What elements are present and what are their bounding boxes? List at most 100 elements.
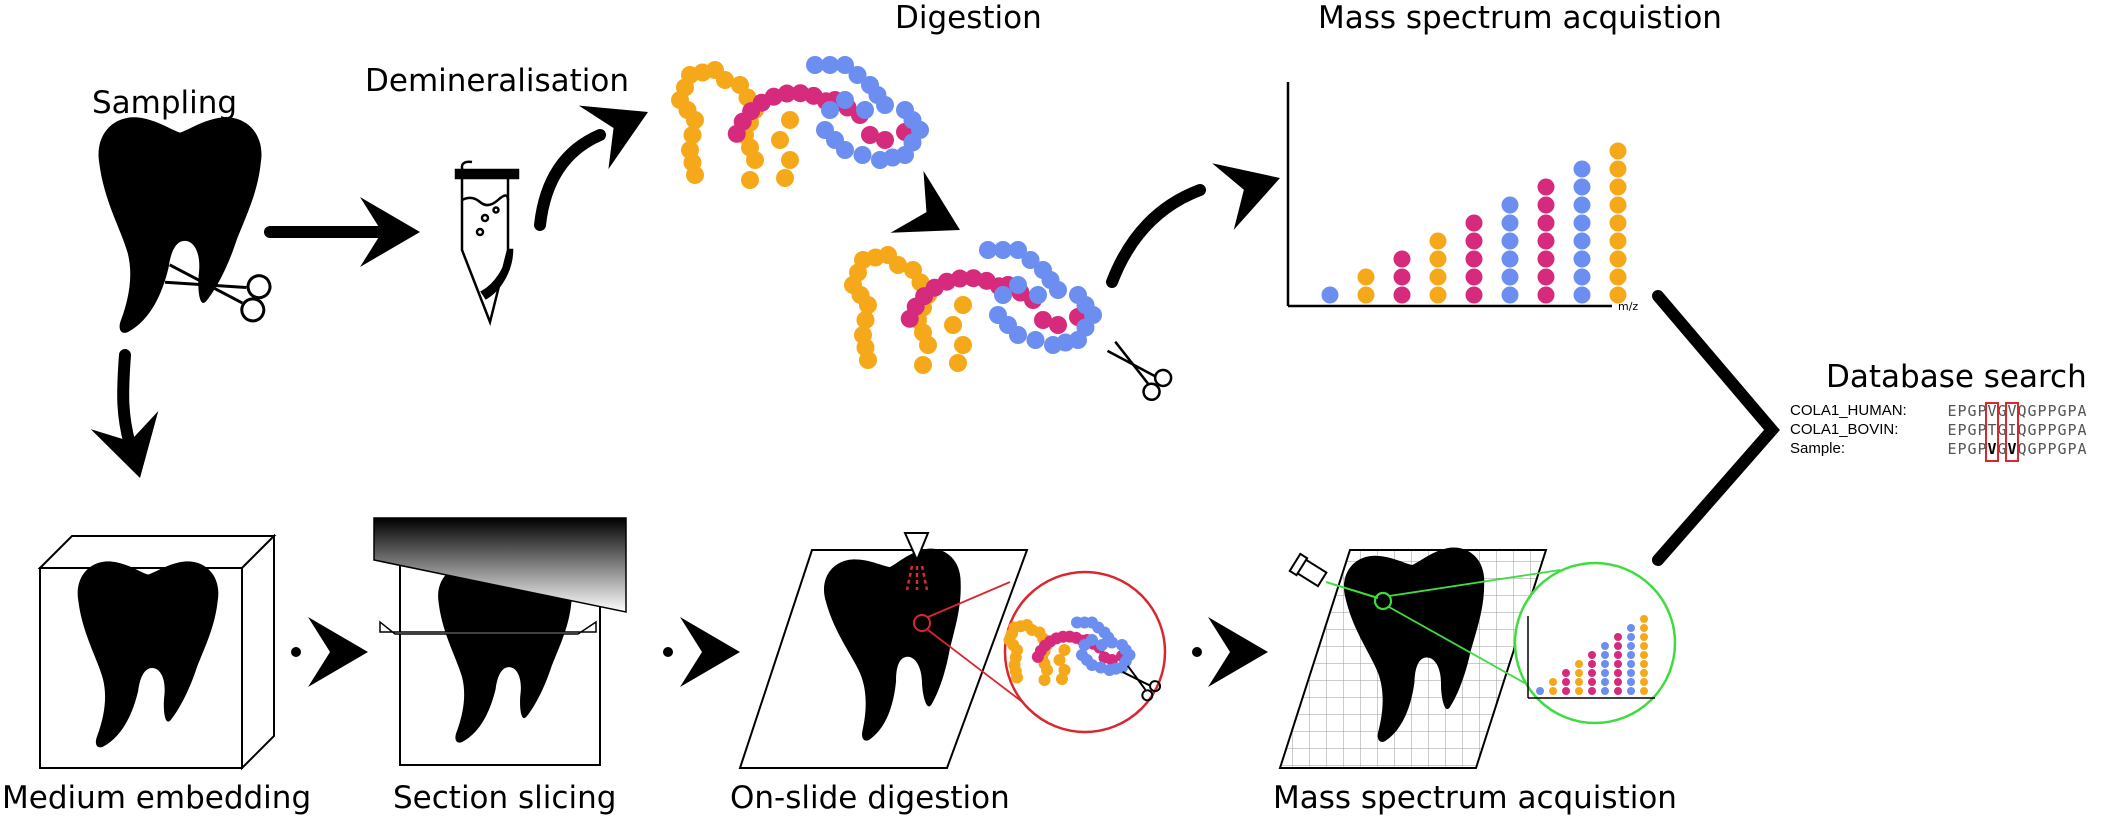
spectrum-peak-bead [1465, 286, 1483, 304]
spectrum-peak-bead [1575, 660, 1583, 668]
arrow-icon [291, 617, 368, 687]
spectrum-peak-bead [1614, 660, 1622, 668]
spectrum-peak-bead [1640, 624, 1648, 632]
spectrum-peak-bead [1609, 286, 1627, 304]
bead-pink [1034, 311, 1052, 329]
bead-pink [950, 269, 969, 288]
tube-icon [454, 160, 520, 327]
bead-yellow [856, 311, 875, 329]
slide-icon [738, 544, 1029, 769]
spectrum-peak-bead [1627, 660, 1635, 668]
bead-blue [836, 56, 854, 74]
spectrum-peak-bead [1601, 669, 1609, 677]
zoom-magnifier-green [1373, 561, 1677, 725]
spectrum-peak-bead [1575, 687, 1583, 695]
spectrum-peak-bead [1601, 660, 1609, 668]
bead-yellow [919, 336, 937, 354]
bead-pink [861, 126, 879, 144]
spectrum-peak-bead [1588, 687, 1596, 695]
bead-blue [994, 286, 1012, 304]
spectrum-peak-bead [1627, 678, 1635, 686]
spectrum-peak-bead [1321, 286, 1339, 304]
bead-blue [1009, 241, 1027, 259]
bead-yellow [1056, 673, 1068, 685]
bead-blue [1076, 649, 1088, 661]
spectrum-peak-bead [1609, 160, 1627, 178]
spectrum-peak-bead [1640, 651, 1648, 659]
spectrum-peak-bead [1575, 678, 1583, 686]
spectrum-peak-bead [1614, 678, 1622, 686]
collagen-strands-zoom [1003, 616, 1136, 686]
spectrum-peak-bead [1501, 196, 1519, 214]
spectrum-peak-bead [1429, 268, 1447, 286]
bead-blue [1026, 331, 1045, 349]
bead-yellow [686, 166, 704, 184]
bead-blue [848, 66, 867, 84]
bead-blue [1009, 276, 1027, 294]
laser-icon [1288, 552, 1328, 588]
bead-blue [1044, 336, 1062, 354]
spectrum-peak-bead [1609, 214, 1627, 232]
spectrum-peak-bead [1601, 651, 1609, 659]
bead-yellow [859, 351, 877, 369]
spectrum-peak-bead [1537, 178, 1555, 196]
bead-blue [876, 96, 894, 114]
spectrum-peak-bead [1609, 250, 1627, 268]
label-demineralisation: Demineralisation [365, 63, 629, 99]
bead-yellow [771, 131, 789, 149]
mass-spectrum-chart: m/z [1286, 82, 1638, 313]
spectrum-peak-bead [1601, 642, 1609, 650]
spectrum-peak-bead [1614, 687, 1622, 695]
bead-yellow [746, 151, 764, 169]
spectrum-peak-bead [1640, 669, 1648, 677]
spectrum-peak-bead [1627, 642, 1635, 650]
spectrum-peak-bead [1627, 669, 1635, 677]
arrow-icon [264, 197, 420, 267]
spectrum-peak-bead [1573, 196, 1591, 214]
scissors-icon [1122, 665, 1162, 702]
spectrum-peak-bead [1640, 687, 1648, 695]
bead-blue [871, 151, 889, 169]
arrow-icon [1192, 617, 1268, 687]
spectrum-peak-bead [1573, 286, 1591, 304]
spectrum-peak-bead [1537, 196, 1555, 214]
bead-blue [1021, 251, 1040, 269]
spectrum-peak-bead [1640, 633, 1648, 641]
bead-yellow [1041, 664, 1053, 676]
bead-pink [1049, 316, 1067, 334]
label-digestion: Digestion [895, 0, 1042, 36]
spectrum-peak-bead [1614, 633, 1622, 641]
spectrum-peak-bead [1501, 286, 1519, 304]
spectrum-peak-bead [1640, 660, 1648, 668]
bead-yellow [1011, 671, 1023, 684]
bead-yellow [954, 296, 972, 314]
spectrum-peak-bead [1573, 178, 1591, 196]
spectrum-peak-bead [1627, 651, 1635, 659]
grid-slide-icon [1278, 544, 1548, 769]
spectrum-peak-bead [1640, 678, 1648, 686]
spectrum-peak-bead [1429, 250, 1447, 268]
label-medium-embedding: Medium embedding [2, 780, 312, 816]
spectrum-peak-bead [1562, 669, 1570, 677]
db-row-name: COLA1_BOVIN: [1790, 421, 1899, 438]
spectrum-peak-bead [1429, 286, 1447, 304]
spectrum-peak-bead [1573, 268, 1591, 286]
bead-yellow [1053, 654, 1066, 666]
bead-yellow [949, 354, 967, 372]
sequence-highlight-box [1985, 402, 1999, 462]
laser-icon [903, 532, 930, 591]
db-row-name: Sample: [1790, 440, 1846, 457]
bead-yellow [716, 71, 734, 89]
bead-blue [836, 91, 854, 109]
bead-yellow [1058, 644, 1071, 656]
spectrum-peak-bead [1393, 286, 1411, 304]
spectrum-peak-bead [1537, 232, 1555, 250]
spectrum-peak-bead [1537, 214, 1555, 232]
